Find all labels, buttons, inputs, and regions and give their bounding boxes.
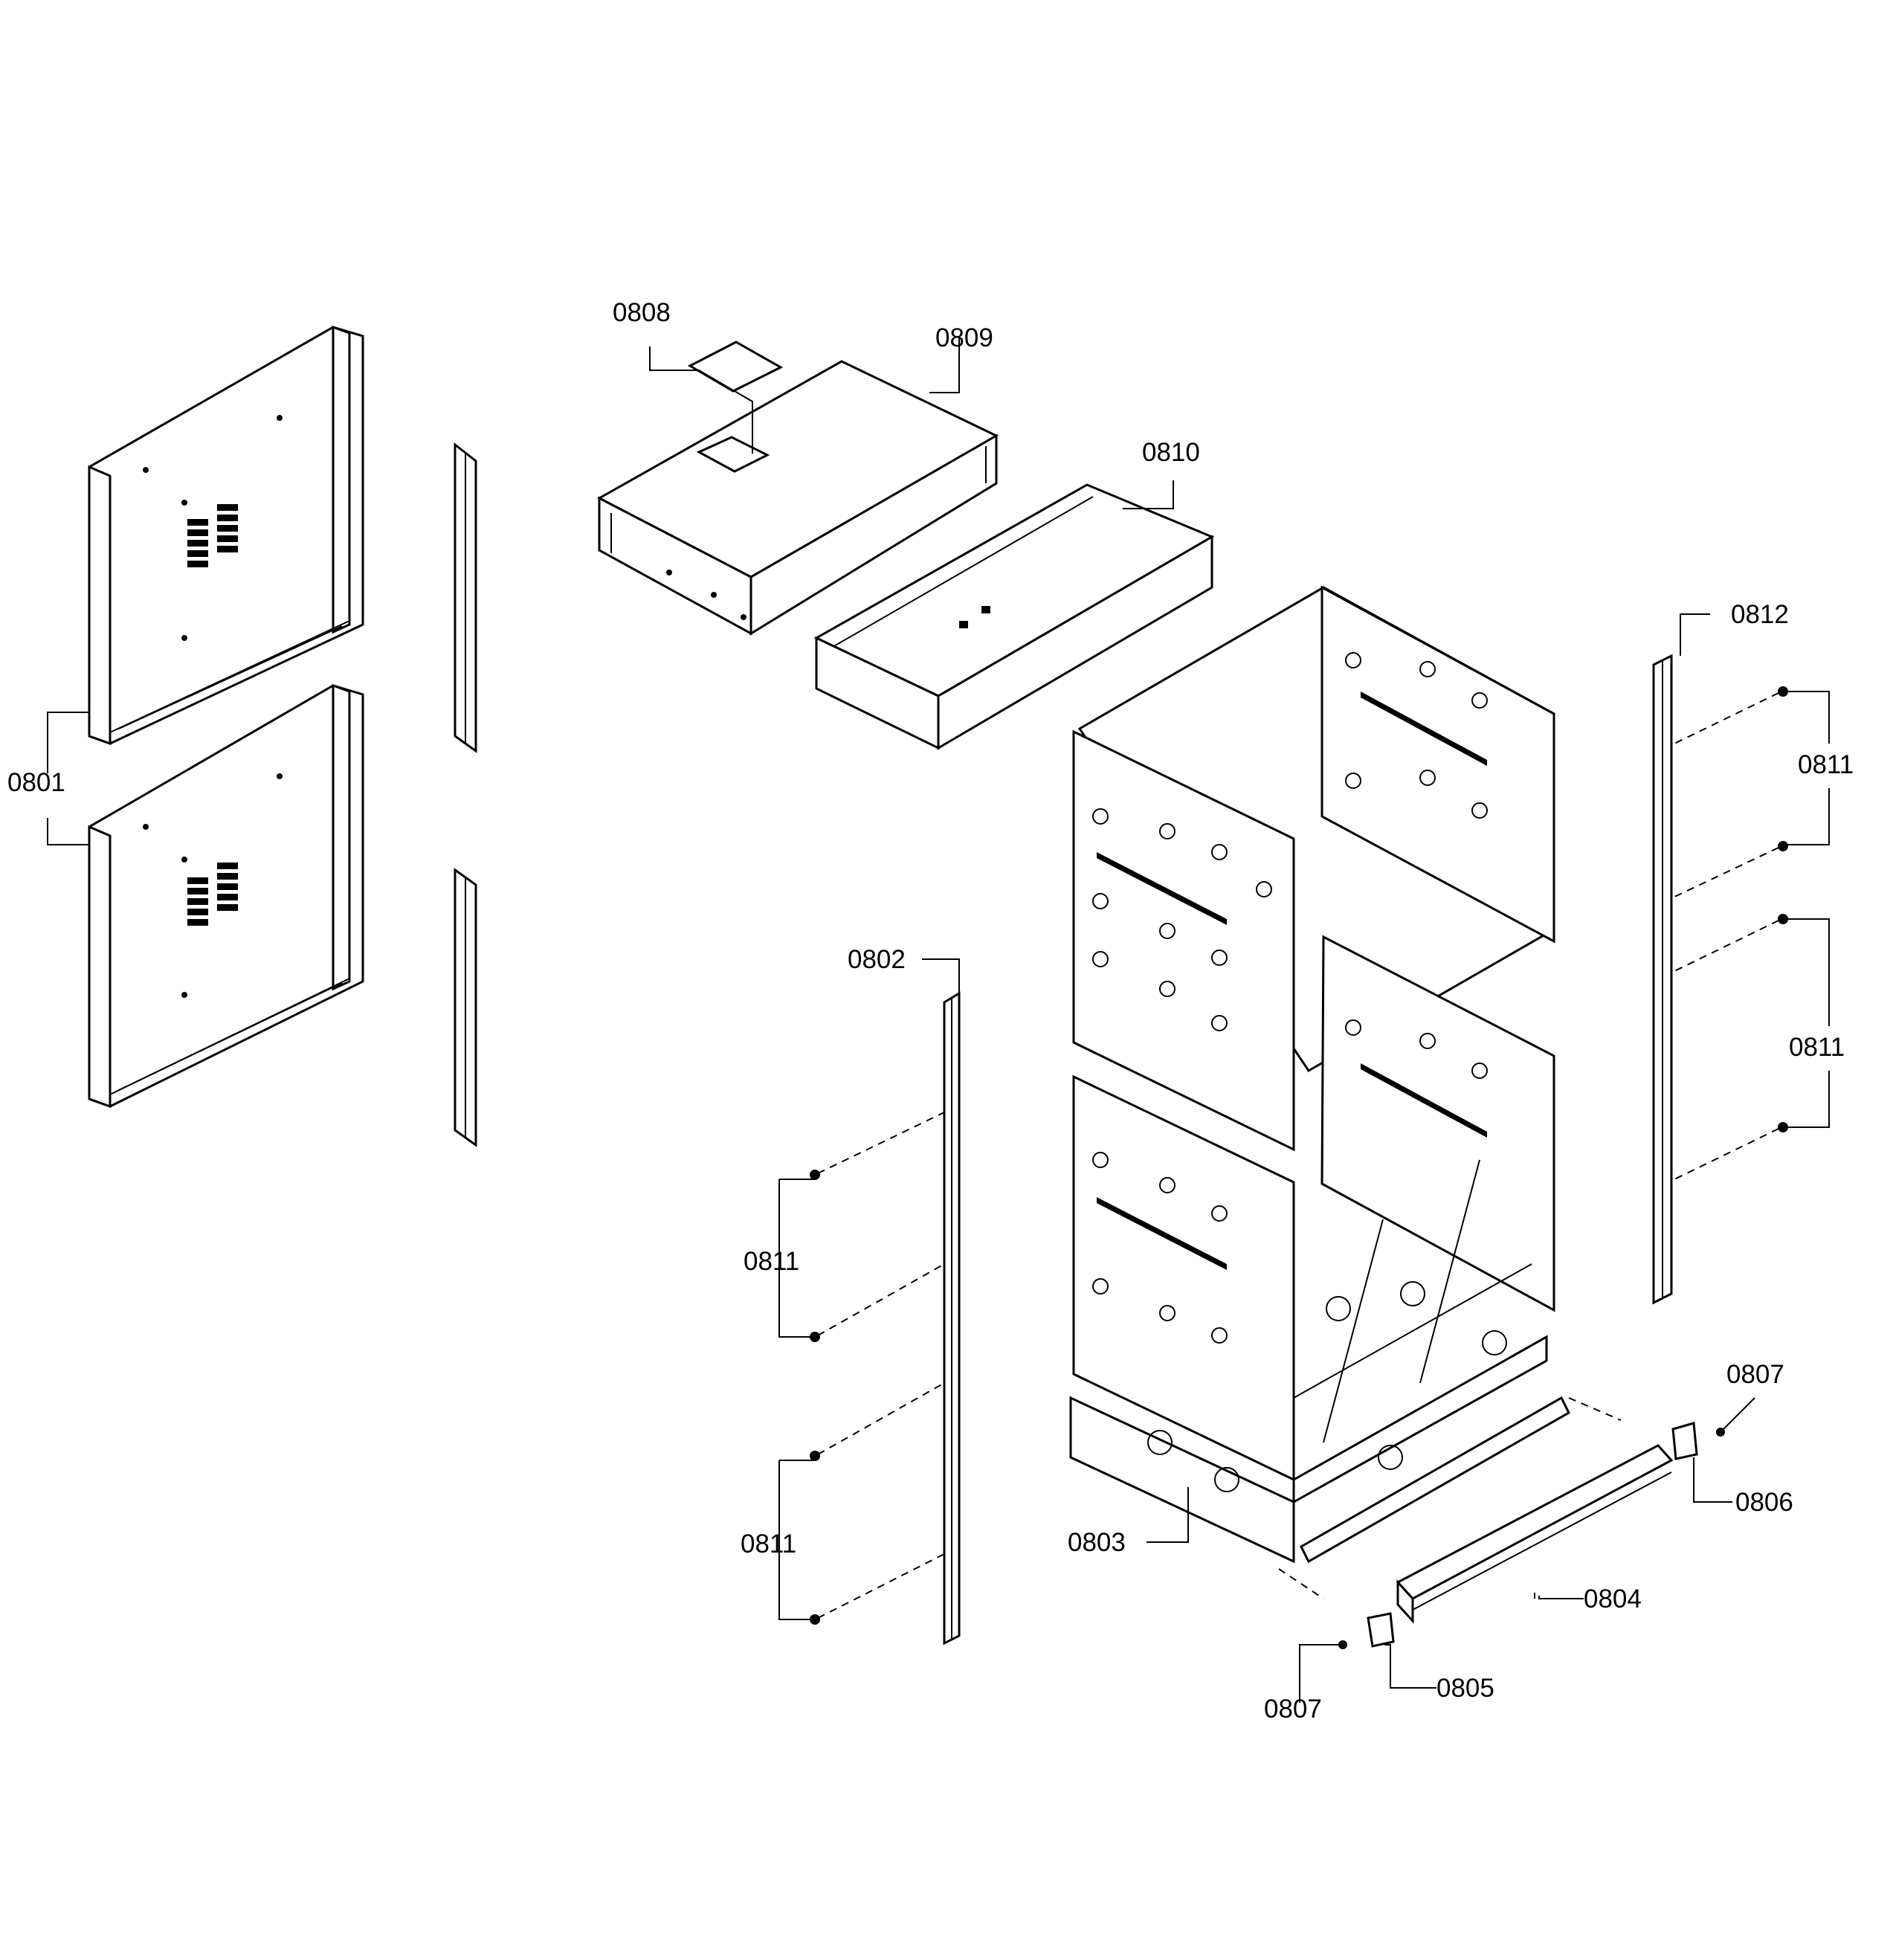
- vertical-strip-left: [943, 991, 961, 1645]
- label-0802: 0802: [848, 945, 906, 974]
- side-strip-lower: [454, 868, 477, 1147]
- label-0807-bottom: 0807: [1264, 1695, 1322, 1724]
- side-panel-lower: [88, 683, 364, 1109]
- top-cover: [596, 360, 999, 636]
- label-0809: 0809: [935, 323, 993, 352]
- label-0805: 0805: [1436, 1674, 1494, 1703]
- screws: [810, 686, 1788, 1649]
- screw-paths: [817, 692, 1779, 1619]
- side-strip-upper: [454, 442, 477, 753]
- oven-cabinet: [1069, 585, 1555, 1564]
- label-0804: 0804: [1584, 1585, 1642, 1614]
- end-cap-right: [1671, 1422, 1698, 1460]
- label-0811-right-lower: 0811: [1789, 1033, 1845, 1062]
- label-0807-top: 0807: [1726, 1360, 1784, 1389]
- front-trim: [1396, 1444, 1674, 1624]
- side-panel-upper: [88, 325, 364, 746]
- label-0810: 0810: [1142, 438, 1200, 467]
- part-labels: 0801 0808 0809 0810 0812 0811 0811 0802 …: [7, 298, 1854, 1724]
- end-cap-left: [1367, 1612, 1395, 1648]
- vertical-strip-right: [1652, 654, 1673, 1305]
- rail-bottom: [1300, 1396, 1570, 1564]
- leader-lines: [47, 338, 1830, 1703]
- top-frame: [813, 483, 1215, 750]
- label-0811-left-upper: 0811: [744, 1247, 799, 1276]
- label-0811-right-upper: 0811: [1798, 750, 1854, 779]
- label-0812: 0812: [1731, 600, 1789, 629]
- label-0803: 0803: [1068, 1528, 1126, 1557]
- label-0811-left-lower: 0811: [741, 1529, 796, 1558]
- label-0806: 0806: [1735, 1488, 1793, 1517]
- label-0808: 0808: [613, 298, 671, 327]
- label-0801: 0801: [7, 768, 65, 797]
